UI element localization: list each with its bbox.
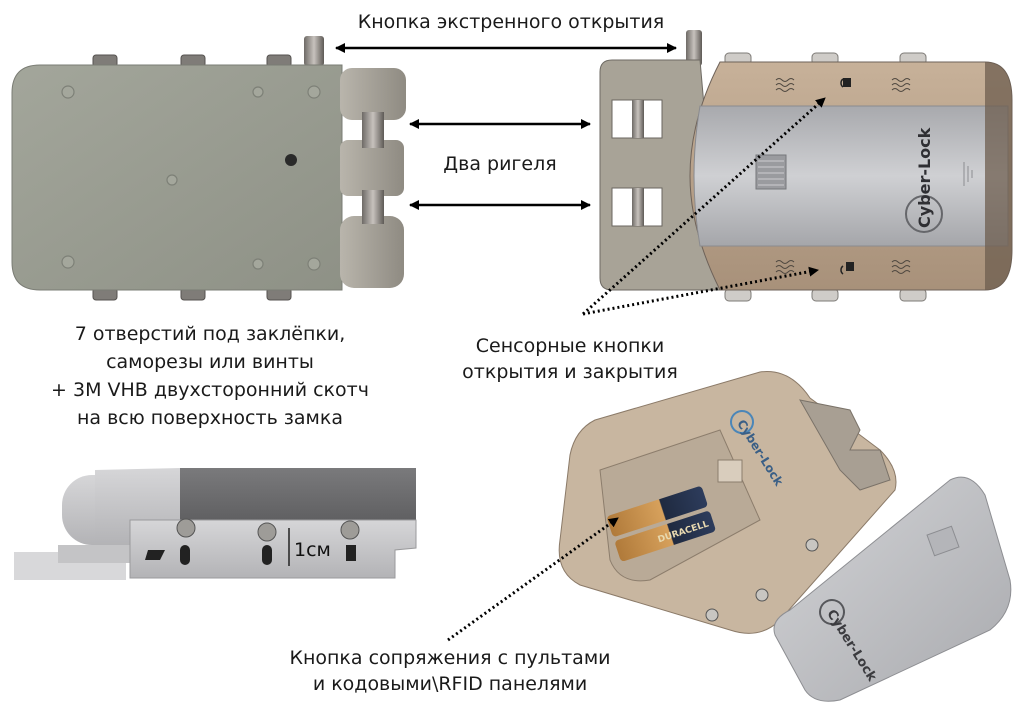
lock-back-view — [11, 36, 406, 301]
lock-closed-icon — [840, 78, 851, 88]
arrows — [335, 43, 677, 210]
touch-buttons-top — [775, 78, 911, 92]
label-line: открытия и закрытия — [462, 361, 678, 383]
emergency-pin — [686, 30, 702, 66]
dimension-label: 1см — [294, 539, 331, 561]
two-bolts-label: Два ригеля — [420, 152, 580, 176]
label-line: 7 отверстий под заклёпки, — [74, 323, 346, 345]
label-line: + 3M VHB двухсторонний скотч — [51, 379, 369, 401]
lock-front-view: Cyber-Lock — [599, 30, 1013, 302]
label-line: Кнопка сопряжения с пультами — [289, 647, 611, 669]
svg-text:Cyber-Lock: Cyber-Lock — [915, 127, 934, 228]
lock-side-view: 1см — [14, 468, 417, 580]
dotted-pointers — [447, 96, 826, 642]
lock-cover: Cyber-Lock — [773, 476, 1012, 702]
label-text: Кнопка экстренного открытия — [357, 11, 665, 33]
label-line: саморезы или винты — [106, 351, 314, 373]
sensor-grille — [755, 154, 787, 190]
cyber-lock-logo: Cyber-Lock — [905, 127, 943, 233]
lock-open-view: DURACELL Cyber-Lock — [558, 371, 897, 634]
mounting-label: 7 отверстий под заклёпки, саморезы или в… — [0, 320, 420, 432]
touch-buttons-label: Сенсорные кнопки открытия и закрытия — [430, 333, 710, 385]
label-line: и кодовыми\RFID панелями — [312, 673, 588, 695]
touch-buttons-bottom — [775, 260, 911, 274]
label-text: Два ригеля — [443, 153, 557, 175]
lock-open-icon — [840, 262, 854, 275]
emergency-pin — [304, 36, 324, 66]
label-line: на всю поверхность замка — [76, 407, 344, 429]
emergency-button-label: Кнопка экстренного открытия — [330, 10, 692, 34]
bolt — [362, 112, 384, 148]
screw-icon — [92, 54, 292, 301]
bolt — [362, 190, 384, 224]
label-line: Сенсорные кнопки — [475, 335, 665, 357]
pairing-button-label: Кнопка сопряжения с пультами и кодовыми\… — [248, 645, 652, 697]
